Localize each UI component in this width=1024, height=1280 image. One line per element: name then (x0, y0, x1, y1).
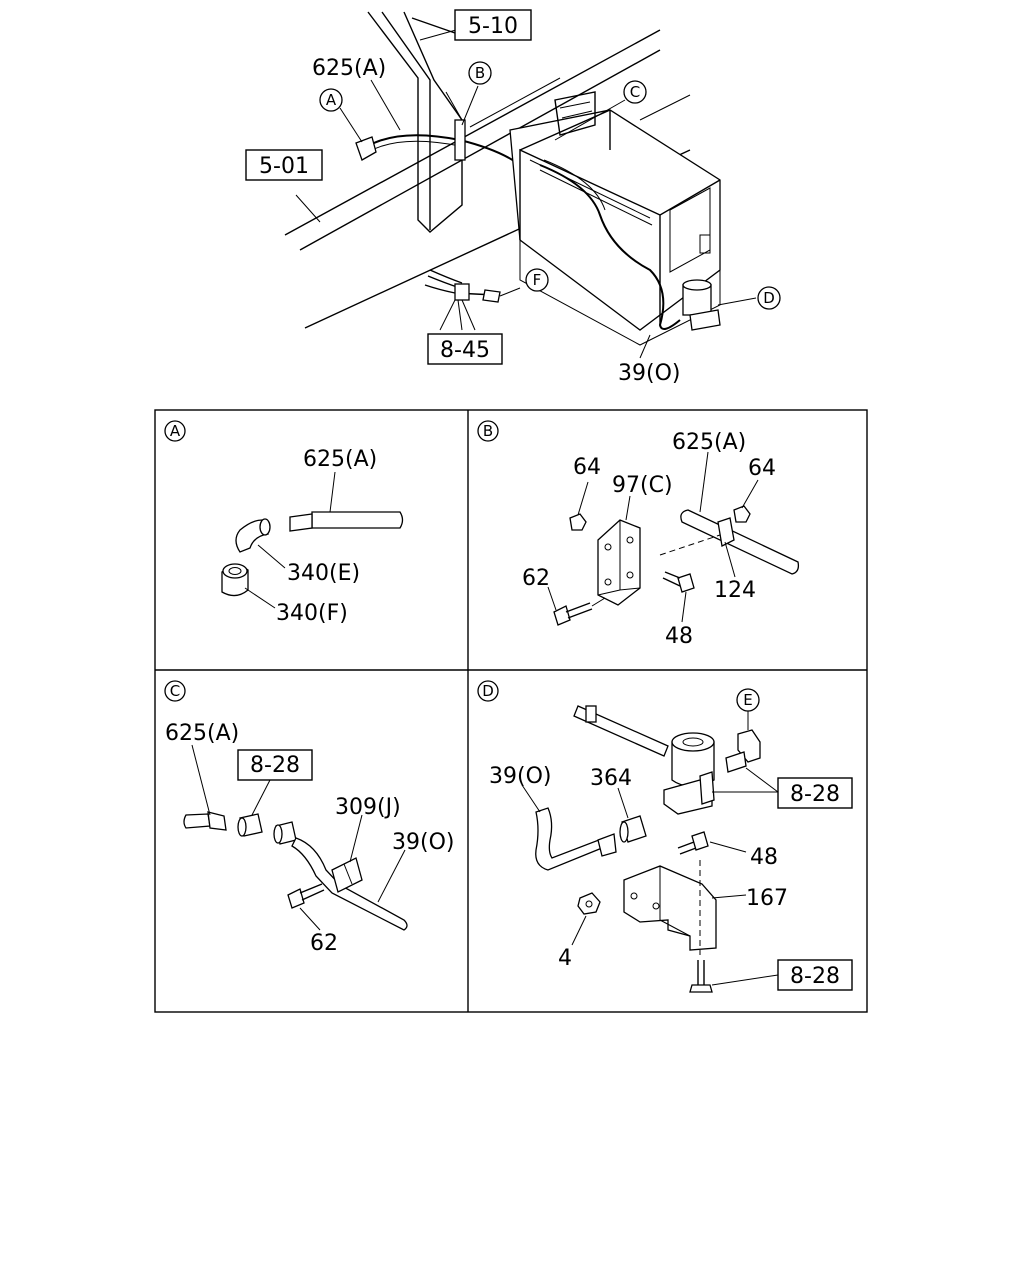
ref-8-45-text: 8-45 (440, 338, 490, 363)
panel-c-label-625a: 625(A) (165, 721, 239, 746)
panel-d-label-364: 364 (590, 766, 632, 791)
callout-c-circle (623, 80, 647, 104)
callout-b-circle (468, 61, 492, 85)
callout-a-circle (319, 88, 343, 112)
panel-c: C 8-28 625(A) 309(J) 39(O) 62 (164, 680, 454, 956)
panel-c-ref-box (237, 749, 313, 781)
ref-box-5-01 (245, 149, 323, 181)
panel-c-label-309j: 309(J) (335, 795, 401, 820)
panel-b-label-48: 48 (665, 624, 693, 649)
ref-5-10-text: 5-10 (468, 14, 518, 39)
panel-c-ref-8-28: 8-28 (250, 753, 300, 778)
callout-c: C (630, 83, 640, 101)
panel-d-ref-8-28-a: 8-28 (790, 782, 840, 807)
panel-b: B 625(A) 64 97(C) (477, 420, 800, 649)
panel-a: A 625(A) 340(E) 340(F) (164, 420, 404, 626)
panel-b-letter: B (483, 422, 493, 440)
panel-d-callout-e: E (743, 691, 752, 709)
panel-d-label-39o: 39(O) (489, 764, 551, 789)
panel-b-label-62: 62 (522, 566, 550, 591)
panel-c-label-62: 62 (310, 931, 338, 956)
panel-d-label-4: 4 (558, 946, 572, 971)
panel-d: D 8-28 (477, 680, 853, 993)
ref-box-5-10 (454, 9, 532, 41)
overview-label-39o: 39(O) (618, 361, 680, 386)
callout-a: A (326, 91, 337, 109)
panel-a-label-340f: 340(F) (276, 601, 348, 626)
panel-a-label-625a: 625(A) (303, 447, 377, 472)
ref-box-8-45 (427, 333, 503, 365)
panel-a-letter: A (170, 422, 181, 440)
callout-f-circle (525, 268, 549, 292)
detail-grid-frame (154, 409, 868, 1013)
panel-d-ref-box-b (777, 959, 853, 991)
panel-b-label-625a: 625(A) (672, 430, 746, 455)
panel-b-label-64-left: 64 (573, 455, 601, 480)
panel-a-label-340e: 340(E) (287, 561, 360, 586)
overview-label-625a: 625(A) (312, 56, 386, 81)
panel-d-label-48: 48 (750, 845, 778, 870)
panel-c-label-39o: 39(O) (392, 830, 454, 855)
panel-c-letter: C (170, 682, 180, 700)
callout-d-circle (757, 286, 781, 310)
panel-d-ref-8-28-b: 8-28 (790, 964, 840, 989)
overview-drawing (284, 11, 757, 359)
panel-b-label-124: 124 (714, 578, 756, 603)
panel-b-label-64-right: 64 (748, 456, 776, 481)
callout-f: F (533, 271, 542, 289)
ref-5-01-text: 5-01 (259, 154, 309, 179)
callout-d: D (763, 289, 775, 307)
panel-d-ref-box-a (777, 777, 853, 809)
panel-b-label-97c: 97(C) (612, 473, 673, 498)
panel-d-label-167: 167 (746, 886, 788, 911)
panel-d-letter: D (482, 682, 494, 700)
callout-b: B (475, 64, 485, 82)
